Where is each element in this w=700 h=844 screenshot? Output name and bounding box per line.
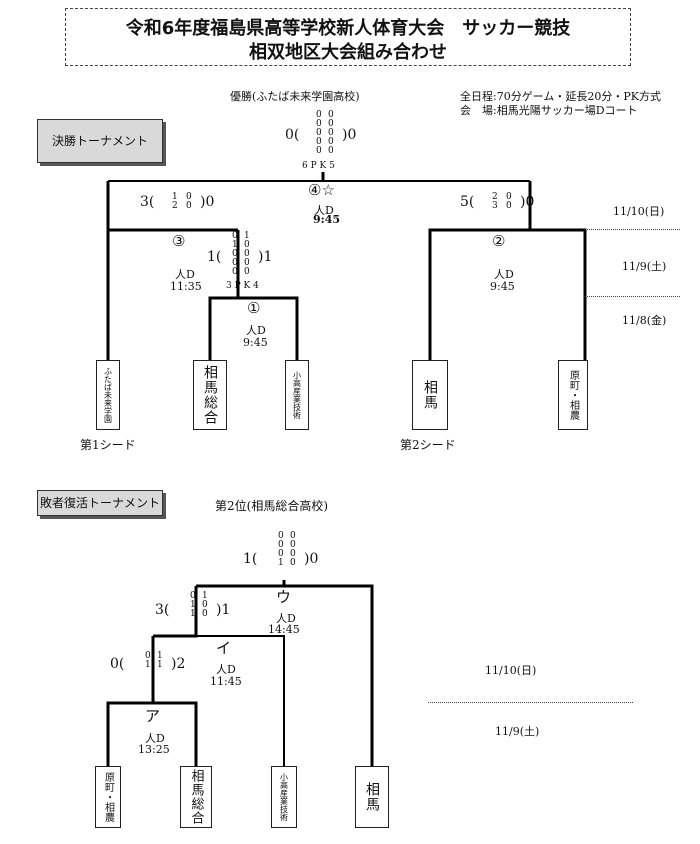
first-round-match-no: ①: [247, 299, 261, 317]
i-referee: 人D: [216, 663, 236, 676]
first-round-pk: 3 P K 4: [226, 281, 259, 291]
seed-1: 第1シード: [80, 438, 136, 452]
team-soma: 相馬: [412, 360, 448, 430]
first-round-time: 9:45: [243, 336, 268, 349]
repechage-label: 敗者復活トーナメント: [37, 490, 163, 516]
second-place-label: 第2位(相馬総合高校): [215, 499, 328, 513]
first-round-score-left: 1(: [207, 249, 222, 265]
final-match-no: ④☆: [308, 181, 335, 199]
page-subtitle: 相双地区大会組み合わせ: [249, 42, 447, 63]
a-referee: 人D: [145, 732, 165, 745]
rep-team-soma: 相馬: [355, 766, 389, 828]
first-round-referee: 人D: [246, 324, 266, 337]
final-score-right: )0: [342, 127, 357, 143]
u-score-left: 3(: [155, 602, 170, 618]
u-match-no: ウ: [276, 588, 292, 606]
semi-right-score-right: )0: [520, 194, 535, 210]
semi-left-score-right: )0: [200, 194, 215, 210]
team-odaka: 小高産業技術: [285, 360, 309, 430]
semi-left-time: 11:35: [170, 280, 202, 293]
seed-2: 第2シード: [400, 438, 456, 452]
title-box: [65, 8, 631, 66]
final-score-left: 0(: [285, 127, 300, 143]
i-time: 11:45: [210, 675, 242, 688]
date-divider: [585, 229, 680, 230]
semi-left-match-no: ③: [172, 232, 186, 250]
i-score-left: 0(: [110, 656, 125, 672]
rep-final-score-right: )0: [304, 551, 319, 567]
date-label: 11/9(土): [622, 260, 667, 273]
semi-right-match-no: ②: [492, 232, 506, 250]
first-round-score-right: )1: [258, 249, 273, 265]
team-soma-sogo: 相馬総合: [193, 360, 227, 430]
team-futaba: ふたば未来学園: [96, 360, 120, 430]
date-label: 11/8(金): [622, 314, 667, 327]
a-time: 13:25: [138, 743, 170, 756]
u-time: 14:45: [268, 623, 300, 636]
semi-right-score-left: 5(: [460, 194, 475, 210]
main-tournament-label: 決勝トーナメント: [37, 119, 163, 163]
date-label: 11/9(土): [495, 725, 540, 738]
i-score-right: )2: [171, 656, 186, 672]
date-divider: [428, 702, 633, 703]
date-label: 11/10(日): [613, 205, 665, 218]
semi-right-referee: 人D: [494, 268, 514, 281]
page-title: 令和6年度福島県高等学校新人体育大会 サッカー競技: [125, 18, 571, 39]
rep-team-soma-sogo: 相馬総合: [180, 766, 212, 828]
venue-info: 会 場:相馬光陽サッカー場Dコート: [460, 104, 638, 117]
rep-team-haramachi: 原町・相農: [95, 766, 121, 828]
champion-label: 優勝(ふたば未来学園高校): [230, 90, 360, 103]
date-label: 11/10(日): [485, 664, 537, 677]
rep-final-score-left: 1(: [243, 551, 258, 567]
i-match-no: イ: [216, 639, 232, 657]
u-score-right: )1: [216, 602, 231, 618]
a-match-no: ア: [145, 707, 161, 725]
rep-team-odaka: 小高産業技術: [271, 766, 297, 828]
final-pk: 6 P K 5: [302, 161, 335, 171]
date-divider: [585, 296, 680, 297]
final-referee: 人D: [314, 204, 334, 217]
final-time: 9:45: [313, 213, 341, 226]
team-haramachi: 原町・相農: [558, 360, 588, 430]
u-referee: 人D: [276, 612, 296, 625]
semi-right-time: 9:45: [490, 280, 515, 293]
schedule-info: 全日程:70分ゲーム・延長20分・PK方式: [460, 90, 661, 103]
semi-left-score-left: 3(: [140, 194, 155, 210]
semi-left-referee: 人D: [175, 268, 195, 281]
